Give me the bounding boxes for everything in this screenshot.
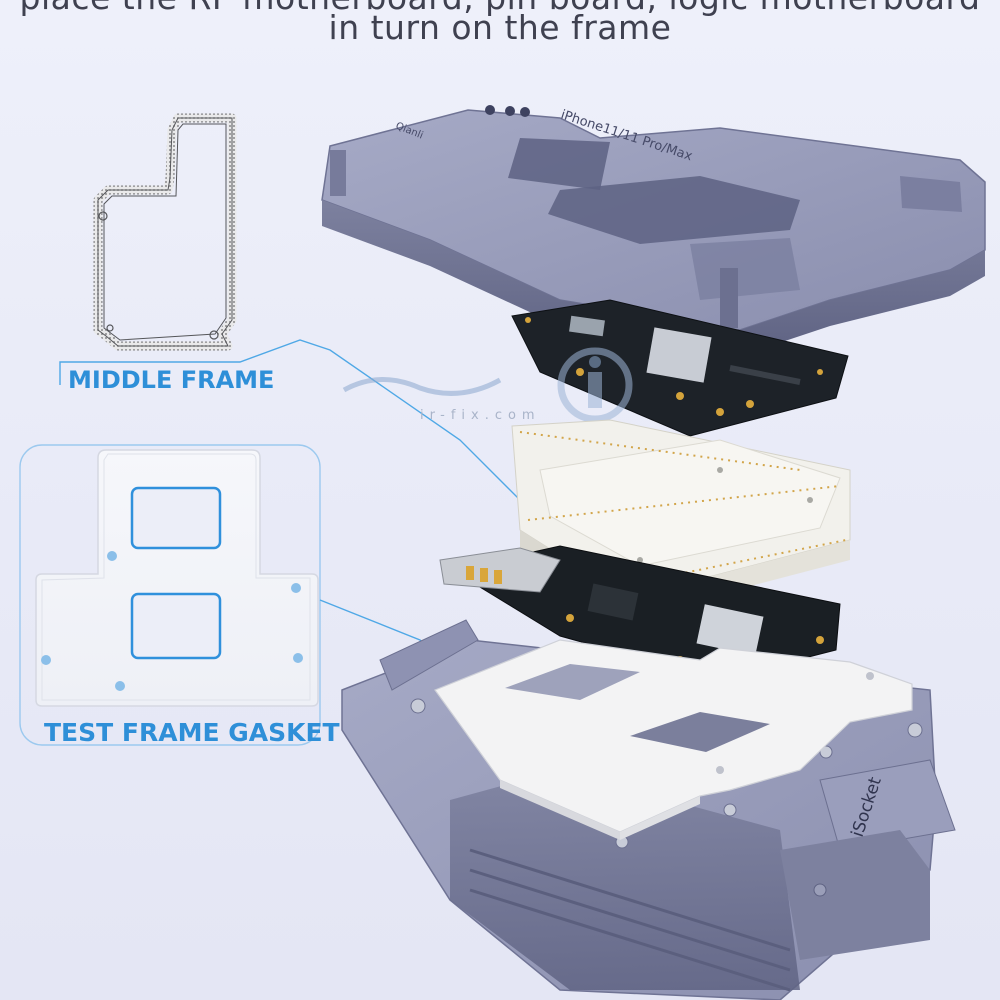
rf-motherboard <box>511 299 849 437</box>
gasket-hole <box>291 583 301 593</box>
frame-cutout <box>548 176 800 244</box>
top-metal-frame: iPhone11/11 Pro/Max Qianli <box>321 105 986 356</box>
test-frame-gasket-plate <box>434 639 913 840</box>
gasket-window-bottom <box>130 592 222 660</box>
screw-hole <box>106 324 114 332</box>
caption-line-2: in turn on the frame <box>328 8 672 47</box>
gasket-window-top <box>130 486 222 550</box>
screw-hole <box>98 211 108 221</box>
watermark-logo <box>342 347 633 423</box>
gasket-callout-box <box>19 444 321 746</box>
gasket-hole <box>115 681 125 691</box>
gasket-hole <box>41 655 51 665</box>
soc-shield <box>696 604 764 656</box>
base-clamp-right <box>819 759 956 851</box>
gasket-hole <box>107 551 117 561</box>
frame-cutout <box>508 138 610 190</box>
middle-frame-sample <box>93 113 237 351</box>
screw-hole <box>209 330 219 340</box>
rf-shield-can <box>646 327 712 383</box>
base-clamp-left <box>379 619 479 691</box>
watermark-script <box>342 377 502 396</box>
gasket-hole <box>293 653 303 663</box>
logic-motherboard <box>439 545 841 681</box>
gasket-plate-window <box>505 664 640 700</box>
caption-line-1: place the RF motherboard, pin board, log… <box>0 0 1000 17</box>
test-frame-gasket-sample <box>19 444 321 746</box>
middle-frame-leader-line <box>59 339 591 571</box>
watermark-text: ir-fix.com <box>420 408 541 423</box>
middle-frame-label: MIDDLE FRAME <box>68 366 275 394</box>
gasket-plate-window <box>630 712 770 752</box>
test-frame-gasket-label: TEST FRAME GASKET <box>44 718 340 747</box>
